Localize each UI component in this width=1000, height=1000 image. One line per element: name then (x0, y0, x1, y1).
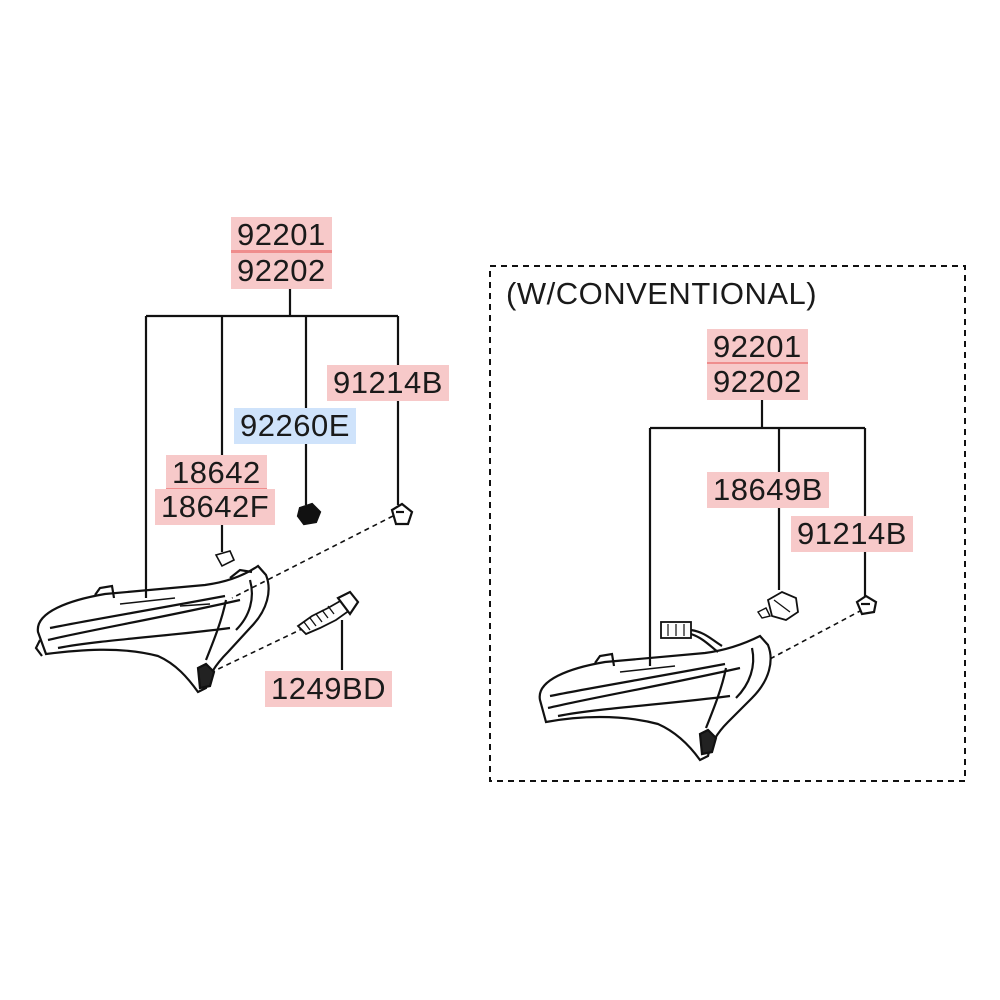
part-label-92201-right[interactable]: 92201 (707, 329, 808, 365)
left-fog-lamp-housing (34, 564, 270, 694)
part-label-92260e[interactable]: 92260E (234, 408, 356, 444)
part-label-18642f[interactable]: 18642F (155, 489, 276, 525)
left-screw-nut (296, 502, 322, 526)
right-screw-cap (855, 594, 878, 616)
left-screw-cap (390, 502, 414, 526)
right-socket (756, 590, 799, 621)
part-label-18642[interactable]: 18642 (166, 455, 267, 491)
conventional-variant-title: (W/CONVENTIONAL) (506, 276, 818, 311)
part-label-91214b-left[interactable]: 91214B (327, 365, 449, 401)
part-label-92202-right[interactable]: 92202 (707, 364, 808, 400)
left-bulb-shape (214, 550, 236, 568)
part-label-1249bd[interactable]: 1249BD (265, 671, 393, 707)
part-label-92201-left[interactable]: 92201 (231, 217, 332, 253)
right-wire-connector (660, 621, 723, 653)
part-label-92202-left[interactable]: 92202 (231, 253, 332, 289)
part-label-18649b[interactable]: 18649B (707, 472, 829, 508)
right-leader-lines (648, 400, 867, 666)
part-label-91214b-right[interactable]: 91214B (791, 516, 913, 552)
left-bolt (296, 590, 360, 636)
right-fog-lamp-housing (538, 634, 772, 762)
